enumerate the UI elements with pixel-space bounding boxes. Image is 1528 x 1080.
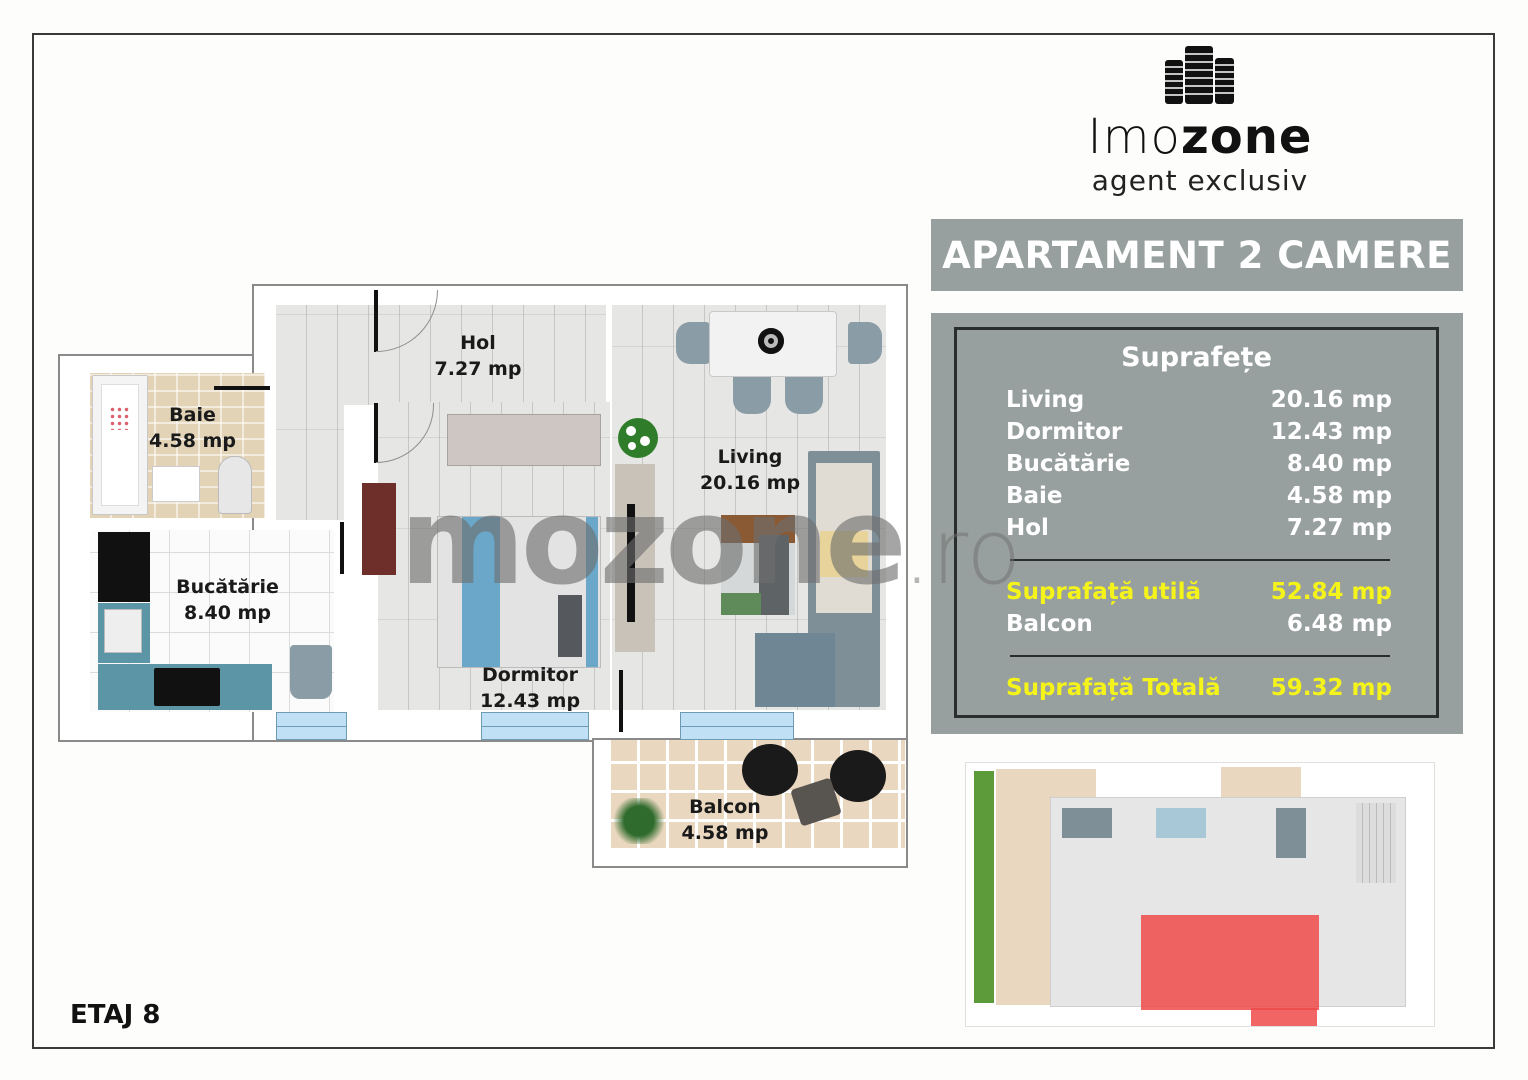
chair-icon [733, 374, 771, 414]
kitchen-counter [98, 664, 272, 710]
area-label: Dormitor [1006, 419, 1123, 445]
lounge-chair-icon [742, 744, 798, 796]
area-label: Bucătărie [1006, 451, 1131, 477]
area-row-baie: Baie 4.58 mp [1006, 482, 1392, 510]
sofa-icon [808, 451, 880, 707]
fridge-icon [98, 532, 150, 602]
area-value: 6.48 mp [1286, 611, 1392, 637]
area-row-total: Suprafață Totală 59.32 mp [1006, 674, 1392, 702]
unit-furniture [1156, 808, 1206, 838]
area-value: 8.40 mp [1286, 451, 1392, 477]
bed-icon [437, 516, 601, 668]
room-hol-extension [276, 400, 344, 520]
window [276, 712, 347, 740]
area-row-hol: Hol 7.27 mp [1006, 514, 1392, 542]
unit-furniture [1276, 808, 1306, 858]
dresser-icon [362, 483, 396, 575]
area-label: Living [1006, 387, 1085, 413]
area-row-bucatarie: Bucătărie 8.40 mp [1006, 450, 1392, 478]
counter-icon [98, 603, 150, 663]
palm-plant-icon [610, 798, 668, 844]
divider [1010, 559, 1390, 561]
areas-panel: Suprafețe Living 20.16 mp Dormitor 12.43… [931, 313, 1463, 734]
tv-icon [627, 504, 635, 622]
area-label: Balcon [1006, 611, 1093, 637]
chair-icon [676, 322, 710, 364]
buildings-logo-icon [1165, 46, 1234, 104]
sink-icon [152, 466, 200, 502]
area-label: Hol [1006, 515, 1049, 541]
lounge-chair-icon [830, 750, 886, 802]
area-value: 52.84 mp [1270, 579, 1392, 605]
highlighted-balcony [1251, 1008, 1317, 1026]
areas-table: Suprafețe Living 20.16 mp Dormitor 12.43… [954, 327, 1439, 718]
brand-tagline: agent exclusiv [1091, 164, 1309, 197]
area-value: 59.32 mp [1270, 675, 1392, 701]
door-baie [214, 386, 270, 390]
sofa-chaise-icon [755, 633, 835, 707]
area-label: Baie [1006, 483, 1063, 509]
window [481, 712, 589, 740]
page-frame [32, 33, 1495, 1049]
area-value: 12.43 mp [1270, 419, 1392, 445]
chair-icon [848, 322, 882, 364]
terrace-north [1221, 767, 1301, 797]
brand-name: Imozone [1050, 112, 1350, 162]
area-label: Suprafață utilă [1006, 579, 1201, 605]
area-value: 4.58 mp [1286, 483, 1392, 509]
area-value: 20.16 mp [1270, 387, 1392, 413]
bathtub-icon [92, 375, 148, 515]
chair-icon [785, 374, 823, 414]
wardrobe-icon [447, 414, 601, 466]
area-value: 7.27 mp [1286, 515, 1392, 541]
tv-stand-icon [615, 464, 655, 652]
stove-icon [154, 668, 220, 706]
plant-icon [618, 418, 658, 458]
area-label: Suprafață Totală [1006, 675, 1221, 701]
brand-name-bold: zone [1180, 109, 1313, 165]
area-row-balcony: Balcon 6.48 mp [1006, 610, 1392, 638]
staircase [1356, 803, 1396, 883]
title-banner: APARTAMENT 2 CAMERE [931, 219, 1463, 291]
toilet-icon [218, 456, 252, 514]
chair-icon [290, 645, 332, 699]
brand-name-thin: Imo [1087, 109, 1181, 165]
area-row-dormitor: Dormitor 12.43 mp [1006, 418, 1392, 446]
floor-label: ETAJ 8 [70, 1000, 161, 1030]
dining-table-icon [709, 311, 837, 377]
room-hol [276, 305, 606, 405]
door-balcon [619, 670, 623, 732]
green-strip [974, 771, 994, 1003]
window [680, 712, 794, 740]
building-key-plan [965, 762, 1435, 1027]
door-bucatarie [340, 522, 344, 574]
divider [1010, 655, 1390, 657]
areas-heading: Suprafețe [1121, 342, 1272, 373]
area-row-living: Living 20.16 mp [1006, 386, 1392, 414]
kitchen-sink-icon [104, 609, 142, 653]
unit-furniture [1062, 808, 1112, 838]
rug-icon [721, 515, 795, 615]
area-row-useful: Suprafață utilă 52.84 mp [1006, 578, 1392, 606]
brand-logo: Imozone agent exclusiv [1050, 44, 1350, 198]
highlighted-apartment [1141, 915, 1319, 1010]
page-title: APARTAMENT 2 CAMERE [942, 233, 1452, 277]
